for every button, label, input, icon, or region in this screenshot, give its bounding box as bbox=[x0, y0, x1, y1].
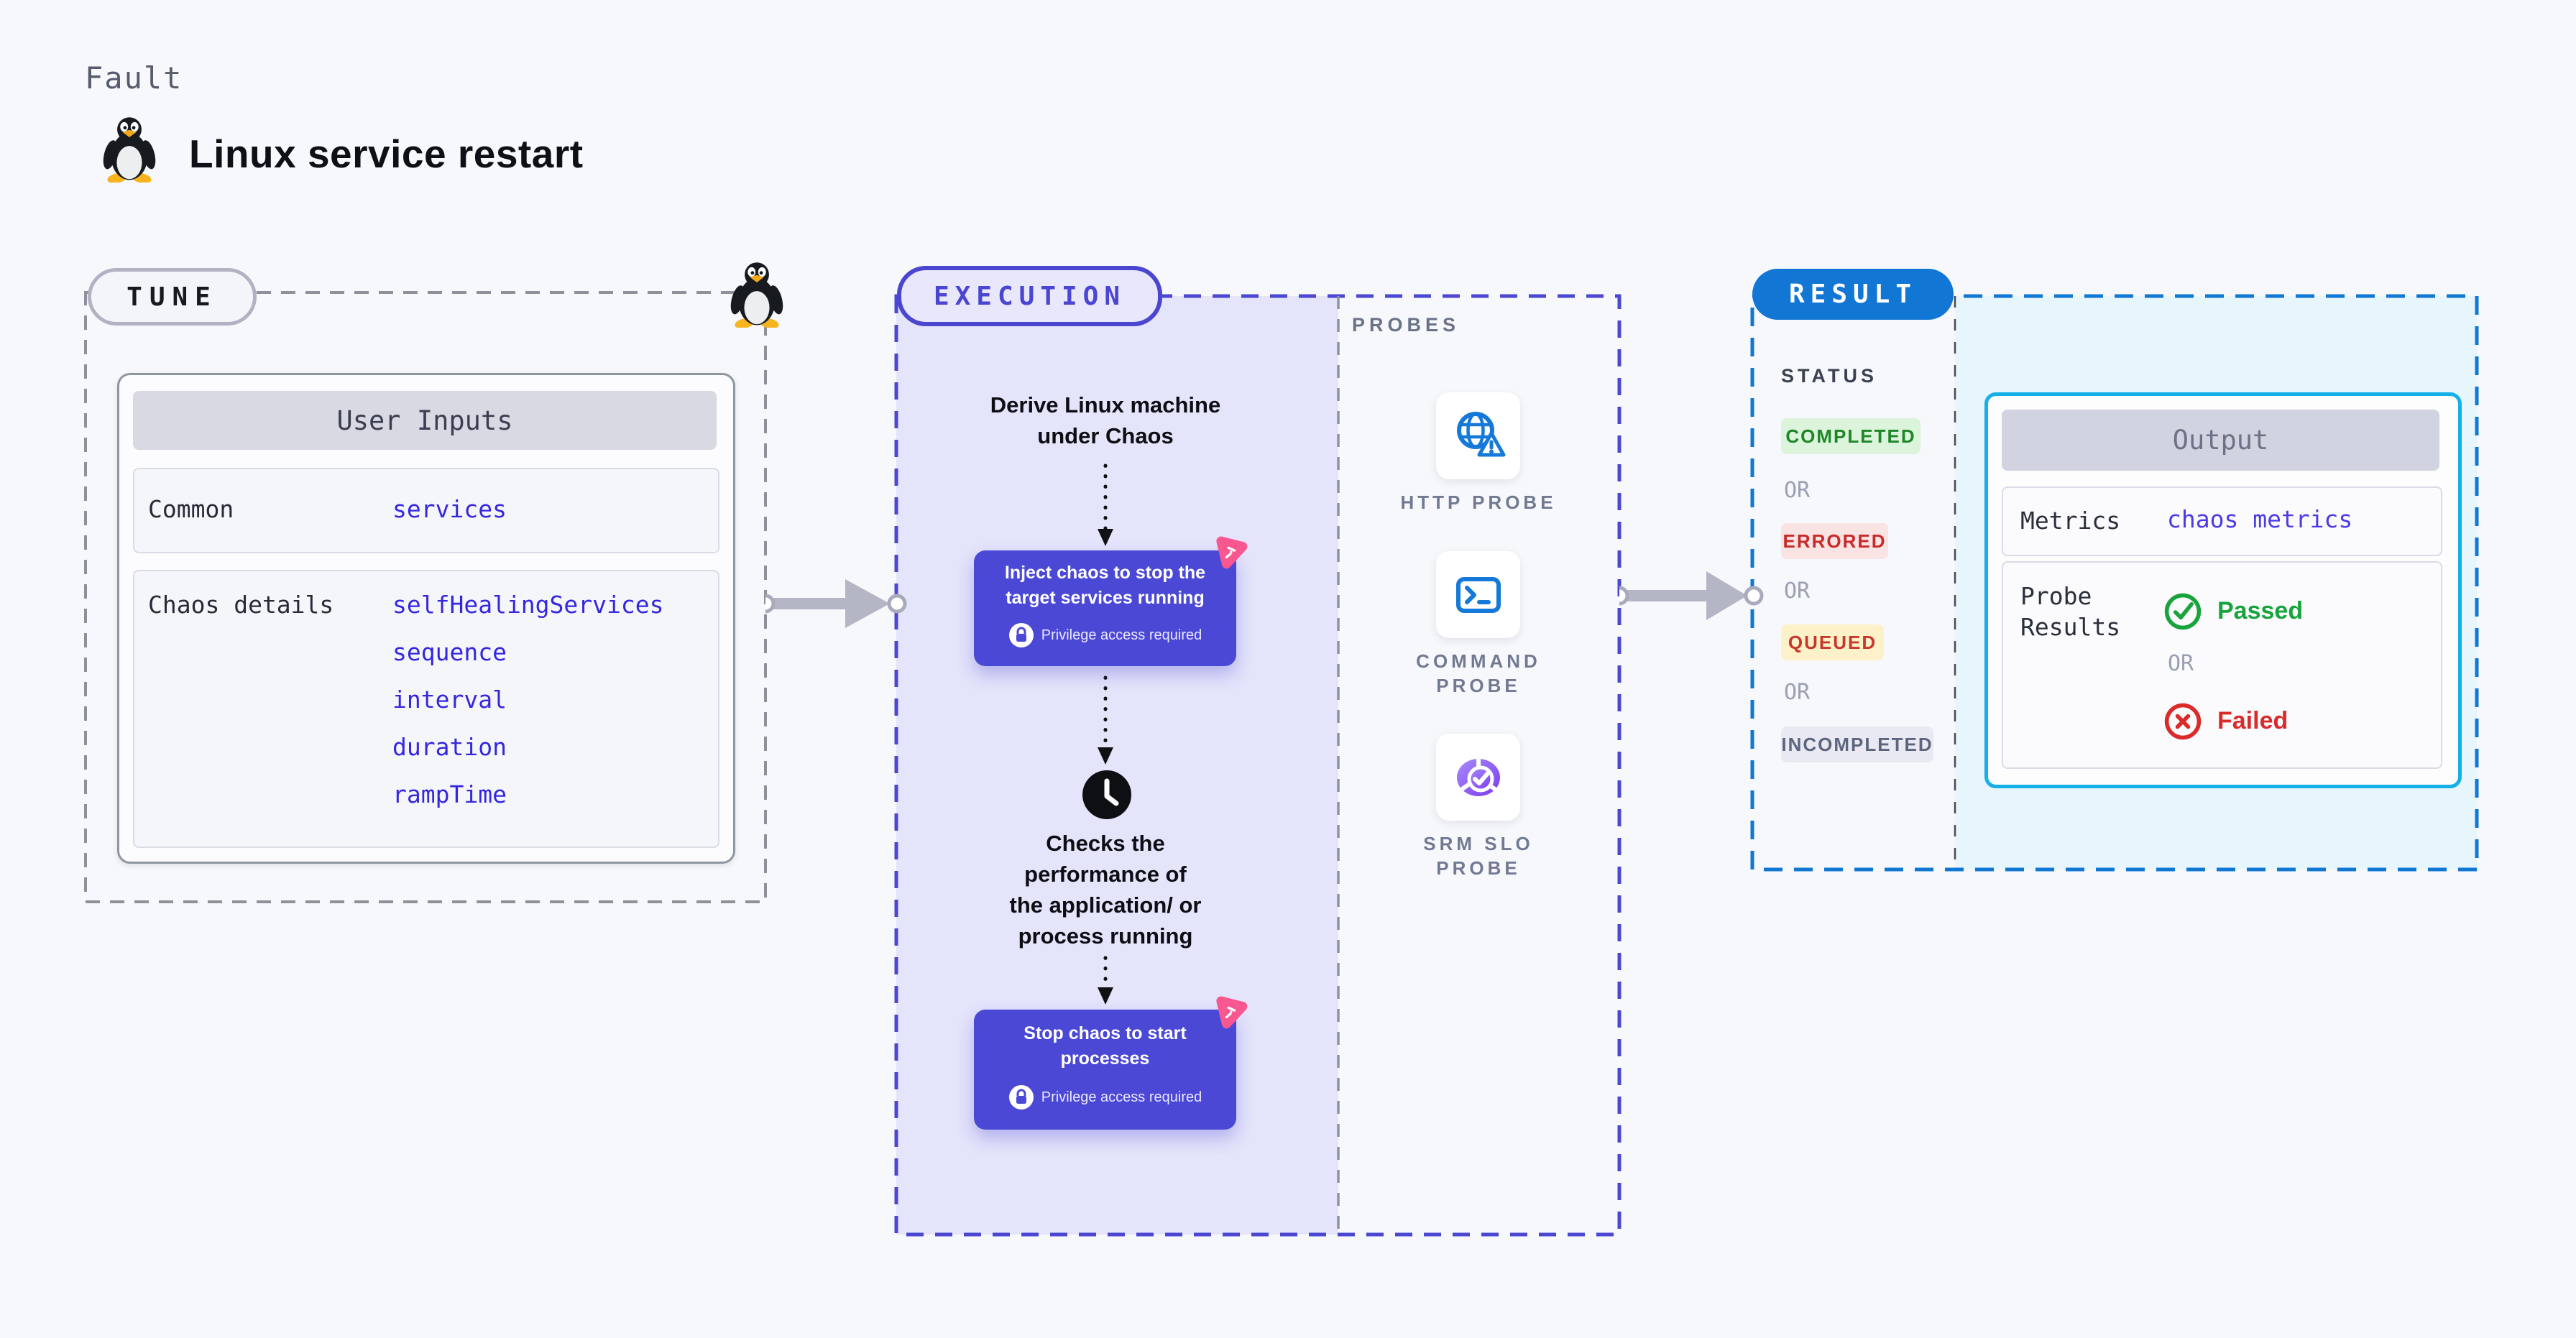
inject-step-line-1: Inject chaos to stop the bbox=[1004, 563, 1206, 583]
status-badge-errored: ERRORED bbox=[1781, 523, 1888, 559]
metrics-value: chaos metrics bbox=[2167, 505, 2353, 533]
status-badge-completed: COMPLETED bbox=[1781, 418, 1920, 454]
checks-step-line-4: process running bbox=[1018, 923, 1193, 949]
flow-arrow-derive-to-inject bbox=[1098, 463, 1113, 546]
tune-badge: TUNE bbox=[88, 268, 257, 326]
inject-chaos-step: Inject chaos to stop the target services… bbox=[974, 550, 1236, 666]
user-inputs-header: User Inputs bbox=[133, 391, 717, 450]
status-or-1: OR bbox=[1784, 478, 1811, 503]
chaos-logo-icon-2 bbox=[1216, 996, 1248, 1029]
checks-step-line-3: the application/ or bbox=[1009, 892, 1202, 918]
command-probe-label-line-2: PROBE bbox=[1436, 675, 1521, 696]
chaos-details-row-label: Chaos details bbox=[148, 591, 334, 619]
metrics-label: Metrics bbox=[2020, 507, 2121, 535]
tux-penguin-icon bbox=[103, 117, 156, 183]
privilege-note-row: Privilege access required bbox=[974, 619, 1236, 651]
param-sequence: sequence bbox=[392, 638, 507, 666]
param-interval: interval bbox=[392, 686, 507, 714]
globe-alert-icon bbox=[1456, 411, 1505, 456]
probe-results-label-line-1: Probe bbox=[2020, 582, 2092, 610]
check-circle-icon bbox=[2164, 593, 2202, 630]
slo-pie-icon bbox=[1456, 757, 1500, 796]
lock-icon bbox=[1008, 1085, 1034, 1109]
fault-kicker: Fault bbox=[85, 60, 183, 96]
output-header: Output bbox=[2002, 410, 2439, 471]
user-inputs-row-common bbox=[133, 468, 719, 553]
stop-step-line-2: processes bbox=[1060, 1048, 1150, 1069]
chaos-logo-icon bbox=[1216, 536, 1248, 569]
privilege-note-row-2: Privilege access required bbox=[974, 1081, 1236, 1113]
srm-slo-probe-card bbox=[1436, 734, 1520, 821]
http-probe-label: HTTP PROBE bbox=[1400, 492, 1557, 513]
result-badge: RESULT bbox=[1752, 269, 1954, 320]
lock-icon bbox=[1008, 623, 1034, 647]
privilege-note-text-2: Privilege access required bbox=[1041, 1089, 1202, 1105]
privilege-note-text: Privilege access required bbox=[1041, 627, 1202, 643]
probe-results-label-line-2: Results bbox=[2020, 613, 2121, 641]
stop-step-line-1: Stop chaos to start bbox=[1024, 1023, 1187, 1043]
execution-frame bbox=[894, 294, 1622, 1237]
x-circle-icon bbox=[2164, 703, 2202, 740]
derive-step-line-1: Derive Linux machine bbox=[990, 392, 1221, 417]
param-selfhealingservices: selfHealingServices bbox=[392, 591, 664, 619]
srm-slo-probe-label-line-1: SRM SLO bbox=[1423, 833, 1534, 854]
terminal-icon bbox=[1455, 576, 1501, 613]
common-row-label: Common bbox=[148, 495, 234, 523]
failed-label: Failed bbox=[2217, 707, 2288, 734]
execution-badge: EXECUTION bbox=[897, 266, 1162, 326]
derive-step-line-2: under Chaos bbox=[1037, 423, 1174, 448]
http-probe-card bbox=[1436, 392, 1520, 479]
srm-slo-probe-label-line-2: PROBE bbox=[1436, 857, 1521, 879]
result-frame bbox=[1750, 294, 2479, 872]
param-ramptime: rampTime bbox=[392, 780, 507, 808]
flow-arrow-checks-to-stop bbox=[1098, 956, 1113, 1005]
status-badge-queued: QUEUED bbox=[1781, 624, 1884, 660]
probes-section-label: PROBES bbox=[1352, 314, 1460, 336]
clock-icon bbox=[1082, 770, 1131, 819]
checks-step-line-1: Checks the bbox=[1046, 831, 1165, 856]
checks-step-line-2: performance of bbox=[1024, 862, 1187, 887]
page-title: Linux service restart bbox=[189, 132, 584, 176]
command-probe-label-line-1: COMMAND bbox=[1416, 650, 1541, 672]
status-or-2: OR bbox=[1784, 578, 1811, 604]
passed-label: Passed bbox=[2217, 597, 2304, 624]
probe-results-or: OR bbox=[2168, 651, 2194, 676]
param-duration: duration bbox=[392, 733, 507, 761]
connector-execution-to-result bbox=[1619, 571, 1764, 620]
user-inputs-row-chaos-details bbox=[133, 570, 719, 848]
command-probe-card bbox=[1436, 551, 1520, 638]
output-probe-results-row bbox=[2002, 561, 2442, 769]
stop-chaos-step: Stop chaos to start processes Privilege … bbox=[974, 1010, 1236, 1130]
status-or-3: OR bbox=[1784, 680, 1811, 705]
param-services: services bbox=[392, 495, 507, 523]
connector-tune-to-execution bbox=[765, 579, 907, 628]
status-badge-incompleted: INCOMPLETED bbox=[1781, 726, 1933, 762]
output-metrics-row bbox=[2002, 486, 2442, 556]
inject-step-line-2: target services running bbox=[1006, 588, 1205, 608]
tux-penguin-icon-small bbox=[730, 262, 783, 328]
flow-arrow-inject-to-checks bbox=[1098, 675, 1113, 765]
status-heading: STATUS bbox=[1781, 365, 1877, 387]
